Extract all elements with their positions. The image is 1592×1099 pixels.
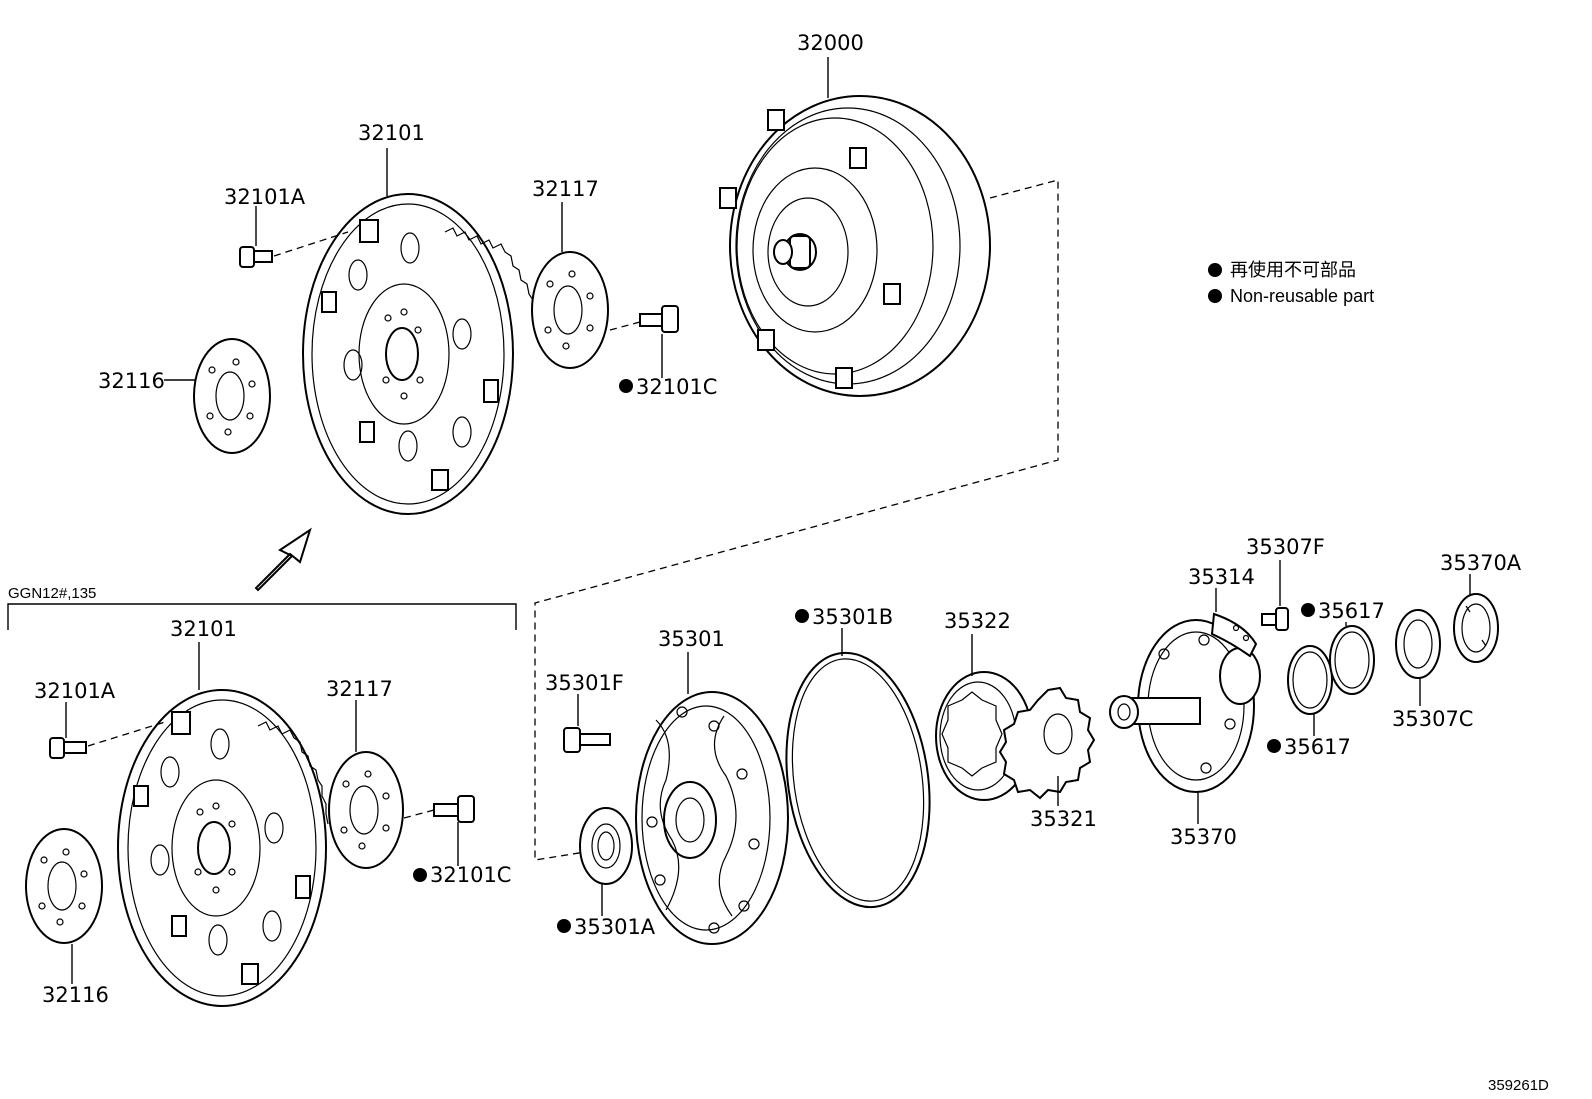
drive-plate-top[interactable] — [302, 193, 534, 515]
plate-32117-top[interactable] — [531, 251, 609, 369]
bolt-32101A-top[interactable] — [239, 246, 273, 268]
label-32101A-top: 32101A — [224, 185, 306, 209]
label-32116-top: 32116 — [98, 369, 165, 393]
bolt-35307F[interactable] — [1261, 607, 1289, 631]
non-reusable-marker — [1267, 739, 1281, 753]
label-32101-bottom: 32101 — [170, 617, 237, 641]
bearing-35370A[interactable] — [1453, 593, 1499, 663]
non-reusable-marker — [795, 609, 809, 623]
label-35307C: 35307C — [1392, 707, 1473, 731]
bolt-32101C-top[interactable] — [639, 305, 679, 333]
drive-gear-35321[interactable] — [998, 686, 1096, 800]
label-32101C-bottom: 32101C — [430, 863, 511, 887]
plate-32117-bottom[interactable] — [328, 751, 404, 869]
non-reusable-marker — [1301, 603, 1315, 617]
label-35322: 35322 — [944, 609, 1011, 633]
label-35301: 35301 — [658, 627, 725, 651]
label-35321: 35321 — [1030, 807, 1097, 831]
legend-bullet-icon — [1208, 289, 1222, 303]
label-35307F: 35307F — [1246, 535, 1325, 559]
label-32101A-bottom: 32101A — [34, 679, 116, 703]
seal-ring-35617-a[interactable] — [1287, 645, 1333, 715]
label-35617-top: 35617 — [1318, 599, 1385, 623]
label-32117-top: 32117 — [532, 177, 599, 201]
oil-seal-35301A[interactable] — [579, 807, 633, 885]
label-35301F: 35301F — [545, 671, 624, 695]
spacer-32116-bottom[interactable] — [25, 828, 103, 944]
non-reusable-marker — [619, 379, 633, 393]
diagram-id: 359261D — [1488, 1077, 1549, 1094]
label-35370A: 35370A — [1440, 551, 1522, 575]
label-32117-bottom: 32117 — [326, 677, 393, 701]
bolt-32101C-bottom[interactable] — [433, 795, 475, 823]
non-reusable-marker — [557, 919, 571, 933]
legend-bullet-icon — [1208, 263, 1222, 277]
bolt-35301F[interactable] — [563, 727, 611, 753]
o-ring-35301B[interactable] — [771, 644, 945, 917]
pump-body-35301[interactable] — [635, 691, 789, 945]
label-32000: 32000 — [797, 31, 864, 55]
stator-shaft-35370[interactable] — [1109, 619, 1261, 793]
label-35301B: 35301B — [812, 605, 893, 629]
drive-plate-bottom[interactable] — [117, 689, 329, 1007]
seal-ring-35617-b[interactable] — [1329, 625, 1375, 695]
plate-35314[interactable] — [1210, 612, 1258, 658]
label-35617-bottom: 35617 — [1284, 735, 1351, 759]
bolt-32101A-bottom[interactable] — [49, 737, 87, 759]
label-35370: 35370 — [1170, 825, 1237, 849]
label-35314: 35314 — [1188, 565, 1255, 589]
label-32101C-top: 32101C — [636, 375, 717, 399]
spacer-32116-top[interactable] — [193, 338, 271, 454]
label-35301A: 35301A — [574, 915, 656, 939]
label-32101-top: 32101 — [358, 121, 425, 145]
legend-jp: 再使用不可部品 — [1230, 260, 1356, 280]
thrust-washer-35307C[interactable] — [1395, 609, 1441, 679]
non-reusable-marker — [413, 868, 427, 882]
label-32116-bottom: 32116 — [42, 983, 109, 1007]
arrow-icon — [254, 527, 312, 592]
group-code: GGN12#,135 — [8, 585, 96, 602]
legend-en: Non-reusable part — [1230, 286, 1374, 306]
torque-converter[interactable] — [719, 95, 991, 397]
